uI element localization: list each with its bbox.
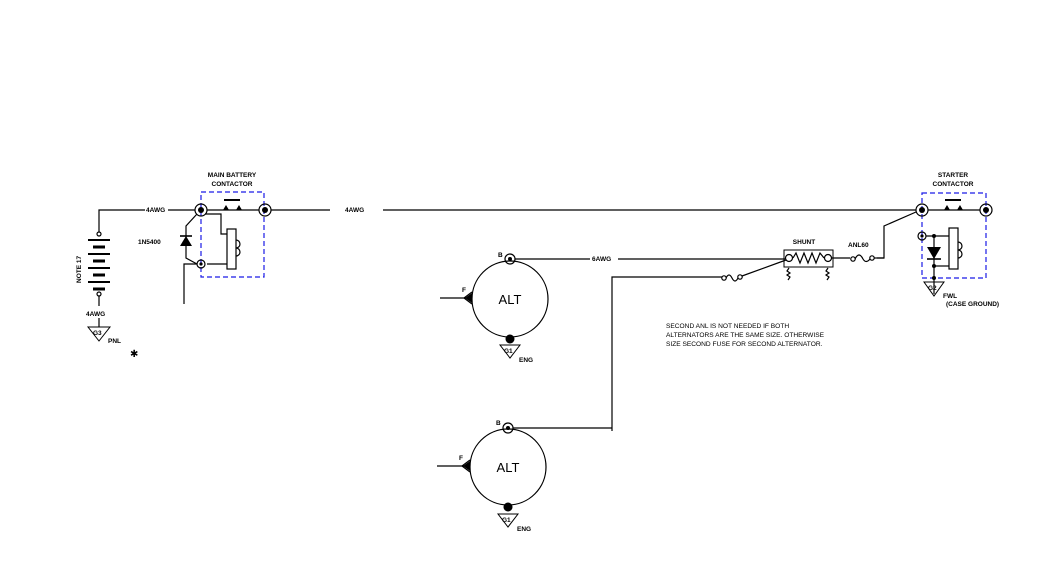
ground-g2-note: (CASE GROUND) (946, 301, 999, 308)
ground-g2-icon (923, 281, 945, 297)
starter-diode-icon (927, 247, 941, 259)
main-contactor-coil (226, 228, 237, 270)
alternator-2-label: ALT (497, 460, 520, 475)
alternator-2-b-label: B (496, 420, 501, 427)
alternator-1-output-wire-label: 6AWG (592, 256, 611, 263)
diode-label: 1N5400 (138, 239, 161, 246)
alternator-1-b-label: B (498, 252, 503, 259)
starter-contactor-box (921, 192, 987, 279)
shunt-terminal-right (823, 253, 833, 263)
main-contactor-title-1: MAIN BATTERY (208, 172, 257, 179)
shunt: SHUNT (783, 239, 834, 281)
shunt-label: SHUNT (793, 239, 815, 246)
diode-1n5400-icon (180, 236, 192, 246)
alternator-1-ground-tag: G1 (504, 348, 513, 355)
fuse-to-starter-wire (877, 211, 917, 259)
starter-contactor-title-1: STARTER (938, 172, 969, 179)
battery: NOTE 17 4AWG G3 PNL ✱ (76, 209, 145, 360)
main-battery-contactor: MAIN BATTERY CONTACTOR 1N5400 (138, 172, 272, 304)
note-line-3: SIZE SECOND FUSE FOR SECOND ALTERNATOR. (666, 341, 823, 348)
battery-note-label: NOTE 17 (76, 256, 83, 283)
anl60-fuse: ANL60 (848, 242, 884, 263)
battery-pos-terminal (96, 231, 102, 237)
wire-label-4awg-left: 4AWG (146, 207, 165, 214)
alternator-2-ground-label: ENG (517, 526, 531, 533)
alternator-1: ALT B 6AWG F G1 ENG (440, 252, 785, 364)
alternator-1-ground-label: ENG (519, 357, 533, 364)
alternator-2-f-label: F (459, 455, 463, 462)
main-contactor-title-2: CONTACTOR (212, 181, 253, 188)
fuse-label: ANL60 (848, 242, 869, 249)
ground-g2-label: FWL (943, 293, 957, 300)
ground-g2-tag: G2 (928, 285, 937, 292)
ground-g3-label: PNL (108, 338, 121, 345)
shunt-terminal-left (784, 253, 794, 263)
second-anl-fuse (611, 259, 787, 431)
starter-coil (948, 227, 959, 270)
battery-bottom-wire-label: 4AWG (86, 311, 105, 318)
asterisk-marker: ✱ (130, 349, 138, 360)
note-line-1: SECOND ANL IS NOT NEEDED IF BOTH (666, 323, 789, 330)
alternator-1-label: ALT (499, 292, 522, 307)
ground-g3-icon (86, 326, 112, 342)
ground-g1-icon (498, 344, 522, 359)
main-cable-label: 4AWG (345, 207, 364, 214)
starter-contactor: STARTER CONTACTOR G2 FWL (CASE GROUND) (877, 172, 999, 308)
battery-neg-terminal (96, 291, 102, 297)
alternator-2: ALT B F G1 ENG (437, 420, 612, 533)
starter-contactor-title-2: CONTACTOR (933, 181, 974, 188)
design-note: SECOND ANL IS NOT NEEDED IF BOTH ALTERNA… (666, 323, 825, 348)
main-contactor-box (200, 191, 265, 278)
alternator-1-f-label: F (462, 287, 466, 294)
battery-top-wire (98, 209, 145, 232)
alt2-feed-wire (611, 276, 722, 431)
alternator-2-ground-tag: G1 (502, 517, 511, 524)
shunt-resistor-icon (792, 251, 825, 265)
note-line-2: ALTERNATORS ARE THE SAME SIZE. OTHERWISE (666, 332, 825, 339)
ground-g3-tag: G3 (93, 330, 102, 337)
ground-g1-icon-2 (496, 513, 520, 528)
